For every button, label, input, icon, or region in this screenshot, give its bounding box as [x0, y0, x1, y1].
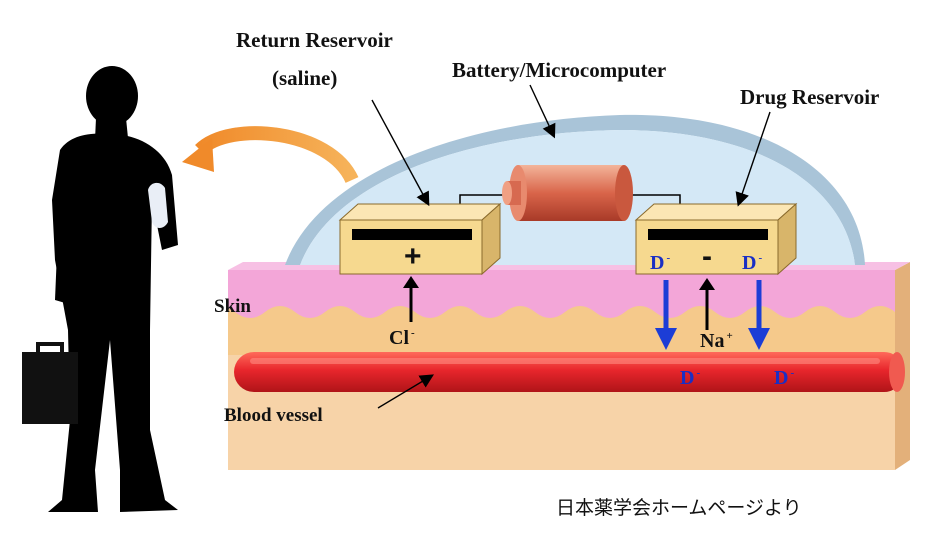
- drug-reservoir: [634, 202, 798, 276]
- drug-ion-reservoir-1: D-: [650, 252, 671, 274]
- battery-label: Battery/Microcomputer: [452, 58, 667, 82]
- na-ion-label: Na+: [700, 330, 733, 352]
- cl-ion-label: Cl-: [389, 327, 415, 349]
- drug-ion-vessel-1: D-: [680, 367, 701, 389]
- leader-drug: [735, 111, 771, 207]
- arm-patch: [148, 182, 168, 228]
- source-credit: 日本薬学会ホームページより: [556, 497, 802, 519]
- patch-dome: [285, 114, 865, 266]
- drug-ion-vessel-2: D-: [774, 367, 795, 389]
- positive-electrode: [352, 229, 472, 240]
- drug-reservoir-label: Drug Reservoir: [740, 85, 880, 109]
- negative-sign: -: [702, 240, 712, 273]
- blood-vessel-label: Blood vessel: [224, 405, 323, 426]
- negative-electrode: [648, 229, 768, 240]
- skin-label: Skin: [214, 296, 251, 317]
- person-silhouette: [48, 66, 178, 512]
- curved-arrow: [195, 126, 359, 184]
- positive-sign: +: [404, 240, 422, 273]
- blood-vessel: [234, 352, 905, 392]
- briefcase-icon: [22, 342, 78, 424]
- leader-vessel: [377, 374, 435, 409]
- leader-battery: [529, 84, 556, 139]
- battery-icon: [502, 165, 633, 221]
- drug-ion-reservoir-2: D-: [742, 252, 763, 274]
- saline-label: (saline): [272, 66, 338, 90]
- skin-layer: [228, 270, 895, 318]
- return-reservoir-label: Return Reservoir: [236, 28, 393, 52]
- leader-return: [371, 99, 430, 207]
- return-reservoir: [338, 202, 502, 276]
